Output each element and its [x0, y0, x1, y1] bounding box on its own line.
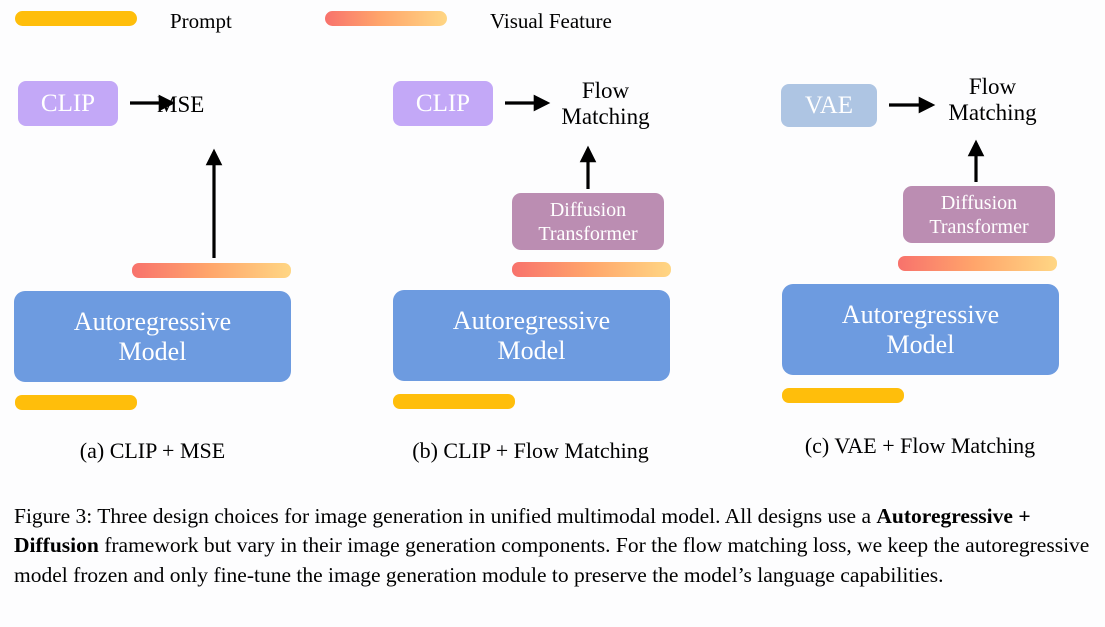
autoregressive-model-box-c: Autoregressive Model	[782, 284, 1059, 375]
autoregressive-model-box-b: Autoregressive Model	[393, 290, 670, 381]
visual-feature-bar-a	[132, 263, 291, 278]
legend-swatch-visual-feature	[325, 11, 447, 26]
autoregressive-model-box-a: Autoregressive Model	[14, 291, 291, 382]
subcaption-c: (c) VAE + Flow Matching	[804, 433, 1036, 458]
prompt-bar-a	[15, 395, 137, 410]
visual-feature-bar-c	[898, 256, 1057, 271]
figure-caption: Figure 3: Three design choices for image…	[14, 502, 1092, 590]
legend-label-visual-feature: Visual Feature	[490, 9, 612, 33]
figure-caption-part1: Three design choices for image generatio…	[92, 504, 877, 528]
encoder-box-vae-c: VAE	[781, 84, 877, 127]
legend-label-prompt: Prompt	[170, 9, 232, 33]
visual-feature-bar-b	[512, 262, 671, 277]
encoder-box-clip-b: CLIP	[393, 81, 493, 126]
subcaption-b: (b) CLIP + Flow Matching	[412, 438, 649, 463]
diffusion-transformer-box-c: Diffusion Transformer	[903, 186, 1055, 243]
figure-caption-prefix: Figure 3:	[14, 504, 93, 528]
subcaption-a: (a) CLIP + MSE	[79, 438, 226, 463]
figure-caption-bold: Autoregressive + Diffusion	[14, 504, 1031, 558]
loss-label-mse-a: MSE	[157, 92, 205, 117]
loss-label-flow-matching-b: Flow Matching	[561, 78, 650, 130]
prompt-bar-c	[782, 388, 904, 403]
prompt-bar-b	[393, 394, 515, 409]
figure-caption-part2: framework but vary in their image genera…	[14, 533, 1090, 587]
encoder-box-clip-a: CLIP	[18, 81, 118, 126]
diffusion-transformer-box-b: Diffusion Transformer	[512, 193, 664, 250]
loss-label-flow-matching-c: Flow Matching	[948, 74, 1037, 126]
legend-swatch-prompt	[15, 11, 137, 26]
